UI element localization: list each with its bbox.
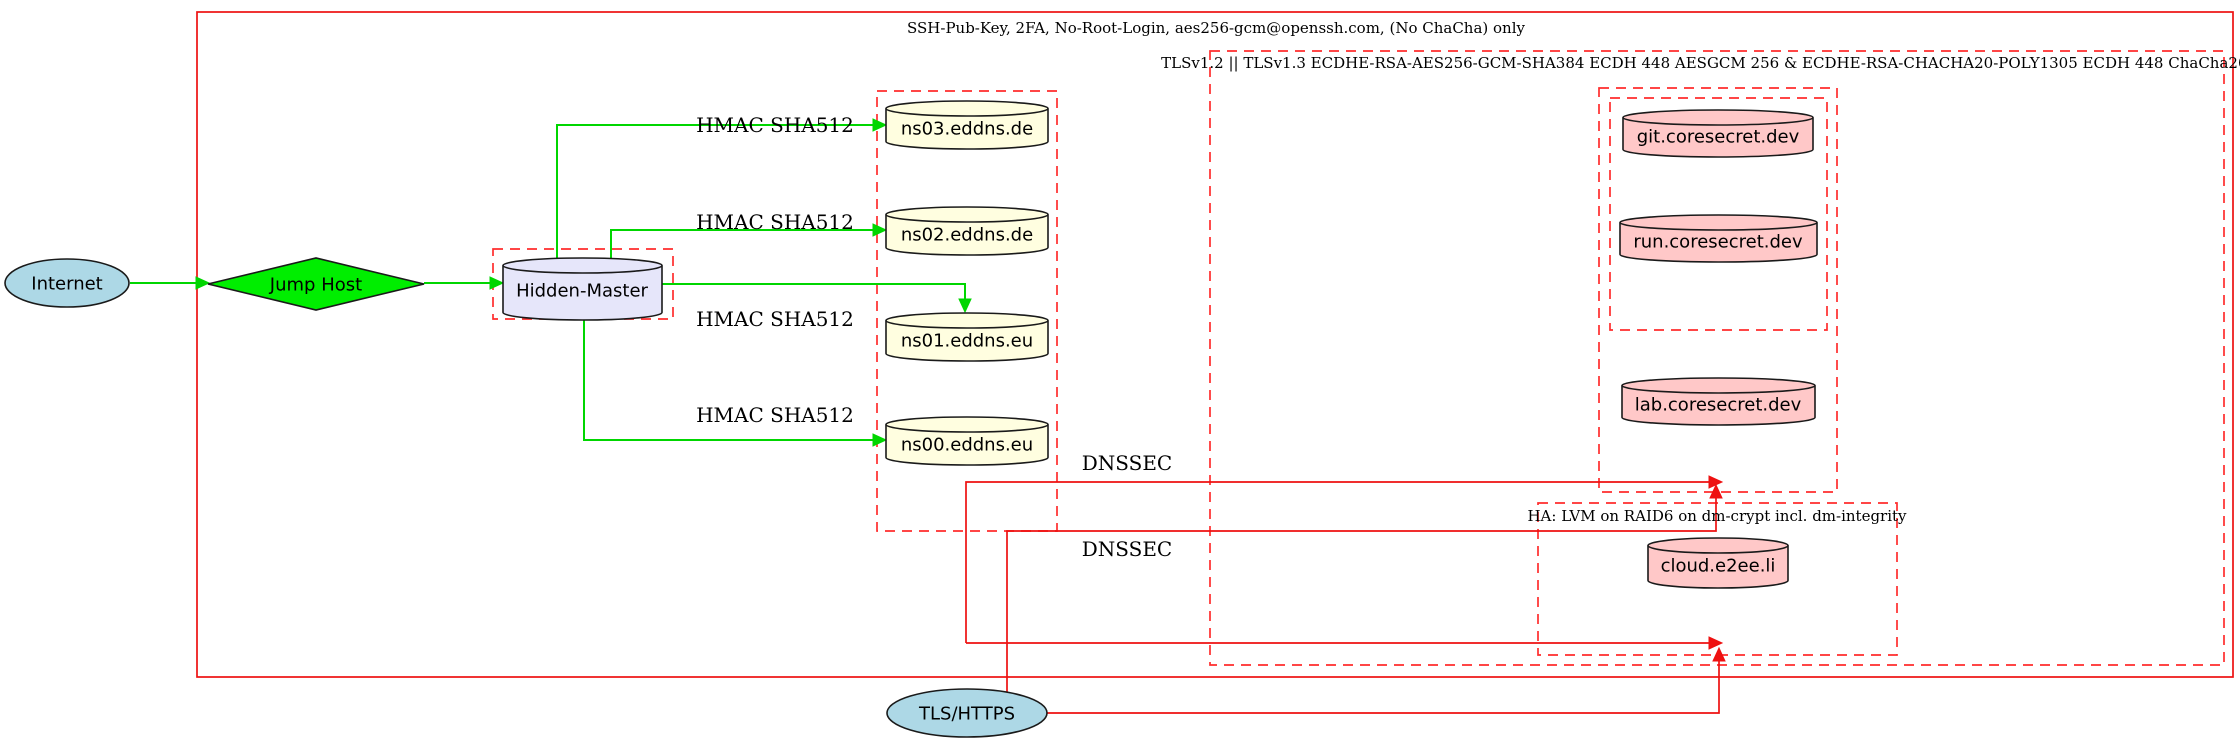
ssh-cluster-label: SSH-Pub-Key, 2FA, No-Root-Login, aes256-… [907,19,1525,37]
internet-label: Internet [31,273,103,295]
tls-cluster-box [1209,50,2225,666]
ns02-node-top [885,206,1049,223]
git-node-top [1622,109,1814,126]
edge-hiddenmaster-ns01-arrowhead [958,298,972,314]
edge-dnssec-top [965,481,1709,643]
cloud-label: cloud.e2ee.li [1660,555,1776,577]
ssh-cluster-box [196,11,2234,678]
edge-tlshttps-ha-arrowhead [1712,646,1726,662]
ns00-node-top [885,416,1049,433]
run-node-top [1619,214,1818,231]
edge-hiddenmaster-ns02-arrowhead [872,223,888,237]
hidden-master-label: Hidden-Master [516,280,648,302]
coresecret-cluster-box [1598,87,1838,493]
run-node [1619,222,1818,263]
edge-hiddenmaster-ns01 [662,283,966,300]
ns02-label: ns02.eddns.de [900,224,1034,246]
edge-internet-jumphost-arrowhead [195,276,211,290]
ns03-node-top [885,100,1049,117]
jump-host-node [207,257,425,311]
ns01-label: ns01.eddns.eu [900,330,1034,352]
ns00-label: ns00.eddns.eu [900,434,1034,456]
edge-hiddenmaster-ns03-arrowhead [872,118,888,132]
hmac-ns03-edge-label: HMAC SHA512 [696,113,854,137]
ha-cluster-box [1537,502,1898,656]
edge-hiddenmaster-ns00-arrowhead [872,433,888,447]
ns02-node [885,214,1049,256]
ns03-node [885,108,1049,150]
edge-hiddenmaster-ns03 [556,124,874,258]
hmac-ns02-edge-label: HMAC SHA512 [696,210,854,234]
ns-cluster-box [876,90,1058,532]
edge-jumphost-hiddenmaster-arrowhead [489,276,505,290]
git-node [1622,117,1814,158]
run-label: run.coresecret.dev [1633,231,1803,253]
edge-hiddenmaster-ns00 [583,320,874,441]
lab-node-top [1621,377,1816,394]
tls-https-label: TLS/HTTPS [918,703,1016,725]
git-label: git.coresecret.dev [1636,126,1800,148]
jump-host-label: Jump Host [269,274,363,296]
cloud-node-top [1647,537,1789,554]
hidden-master-node [502,265,663,321]
dnssec-top-edge-label: DNSSEC [1081,451,1173,475]
cloud-node [1647,545,1789,589]
dnssec-bottom-edge-label: DNSSEC [1081,537,1173,561]
lab-label: lab.coresecret.dev [1634,394,1802,416]
edge-hiddenmaster-ns02 [610,229,874,258]
edge-dnssec-bottom-arrowhead [1708,636,1724,650]
edge-tlshttps-coresecret [1006,498,1717,692]
ns00-node [885,424,1049,466]
hidden-master-node-top [502,257,663,274]
lab-node [1621,385,1816,426]
edge-tlshttps-ha [1047,661,1720,714]
edge-dnssec-top-arrowhead [1708,475,1724,489]
ha-cluster-label: HA: LVM on RAID6 on dm-crypt incl. dm-in… [1527,507,1907,525]
tls-cluster-label: TLSv1.2 || TLSv1.3 ECDHE-RSA-AES256-GCM-… [1161,54,2240,72]
internet-node [4,258,130,308]
gitrun-cluster-box [1609,97,1828,331]
ns03-label: ns03.eddns.de [900,118,1034,140]
tls-https-node [886,688,1048,738]
edge-tlshttps-coresecret-arrowhead [1709,483,1723,499]
hmac-ns00-edge-label: HMAC SHA512 [696,403,854,427]
ns01-node-top [885,312,1049,329]
hmac-ns01-edge-label: HMAC SHA512 [696,307,854,331]
ns01-node [885,320,1049,362]
